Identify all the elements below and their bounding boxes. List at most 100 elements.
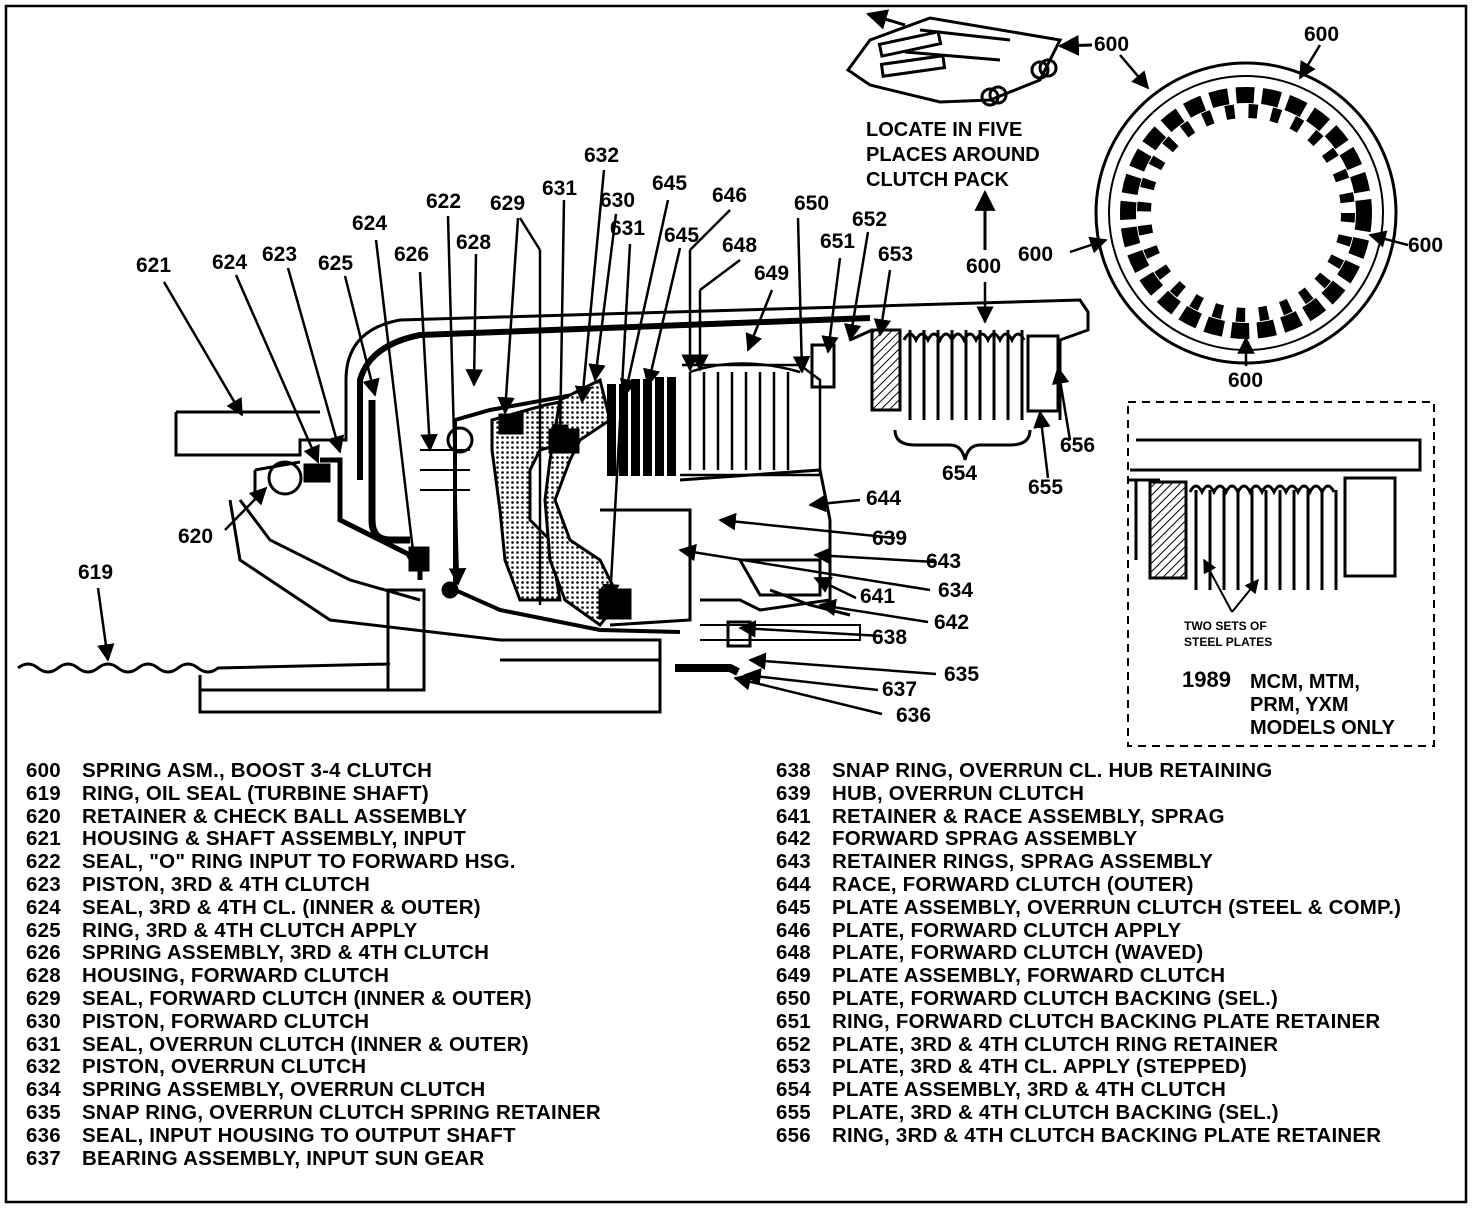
ring-band: [1120, 87, 1372, 339]
forward-plates: [680, 362, 822, 477]
boost-spring-detail: [845, 9, 1093, 250]
callout-637: 637: [882, 678, 917, 701]
cross-section: [17, 298, 1090, 714]
callout-645: 645: [652, 172, 687, 195]
callout-632: 632: [584, 144, 619, 167]
leader-lines: [96, 169, 1072, 716]
callout-646: 646: [712, 184, 747, 207]
clutch-654-plates: [902, 330, 1026, 420]
callout-645: 645: [664, 224, 699, 247]
callout-629: 629: [490, 192, 525, 215]
callout-600: 600: [1408, 234, 1443, 257]
callout-652: 652: [852, 208, 887, 231]
locate-note: LOCATE IN FIVE PLACES AROUND CLUTCH PACK: [866, 119, 1040, 191]
callout-650: 650: [794, 192, 829, 215]
callout-626: 626: [394, 243, 429, 266]
turbine-shaft-line: [17, 662, 391, 674]
callout-600: 600: [1018, 243, 1053, 266]
svg-text:PRM, YXM: PRM, YXM: [1250, 694, 1349, 716]
callout-630: 630: [600, 189, 635, 212]
callout-labels: 600 600 600 600 600 600 619 620 621 622 …: [78, 23, 1443, 727]
clutch-ring-detail: [1094, 61, 1398, 365]
callout-644: 644: [866, 487, 901, 510]
output-shaft: [198, 658, 662, 714]
svg-text:TWO SETS OF: TWO SETS OF: [1184, 619, 1267, 633]
apply-ring: [368, 400, 410, 544]
ring-arrows: [1069, 44, 1409, 366]
svg-text:1989: 1989: [1182, 667, 1231, 692]
svg-text:LOCATE IN FIVE: LOCATE IN FIVE: [866, 119, 1022, 141]
model-inset: [1127, 401, 1435, 747]
callout-642: 642: [934, 611, 969, 634]
callout-619: 619: [78, 561, 113, 584]
bearing-636: [675, 664, 740, 676]
seal-631: [548, 428, 580, 454]
callout-600: 600: [966, 255, 1001, 278]
callout-624: 624: [212, 251, 247, 274]
callout-654: 654: [942, 462, 977, 485]
callout-656: 656: [1060, 434, 1095, 457]
callout-648: 648: [722, 234, 757, 257]
callout-631: 631: [542, 177, 577, 200]
callout-628: 628: [456, 231, 491, 254]
callout-635: 635: [944, 663, 979, 686]
svg-text:PLACES AROUND: PLACES AROUND: [866, 144, 1040, 166]
page-frame: [4, 4, 1468, 1204]
backing-plate-655: [1026, 334, 1060, 413]
svg-text:MODELS ONLY: MODELS ONLY: [1250, 717, 1395, 739]
callout-625: 625: [318, 252, 353, 275]
shaft-bore: [386, 588, 426, 692]
seal-631-inner: [598, 588, 632, 620]
seal-629: [498, 413, 524, 435]
seal-624: [303, 463, 331, 483]
callout-638: 638: [872, 626, 907, 649]
callout-641: 641: [860, 585, 895, 608]
svg-text:CLUTCH PACK: CLUTCH PACK: [866, 169, 1010, 191]
callout-655: 655: [1028, 476, 1063, 499]
check-ball: [267, 460, 303, 496]
sprag: [737, 558, 822, 597]
callout-634: 634: [938, 579, 973, 602]
callout-624: 624: [352, 212, 387, 235]
callout-623: 623: [262, 243, 297, 266]
callout-649: 649: [754, 262, 789, 285]
svg-text:STEEL PLATES: STEEL PLATES: [1184, 635, 1272, 649]
callout-643: 643: [926, 550, 961, 573]
apply-plate-hatched: [870, 328, 902, 412]
callout-653: 653: [878, 243, 913, 266]
models-note: 1989 MCM, MTM, PRM, YXM MODELS ONLY: [1182, 667, 1395, 739]
